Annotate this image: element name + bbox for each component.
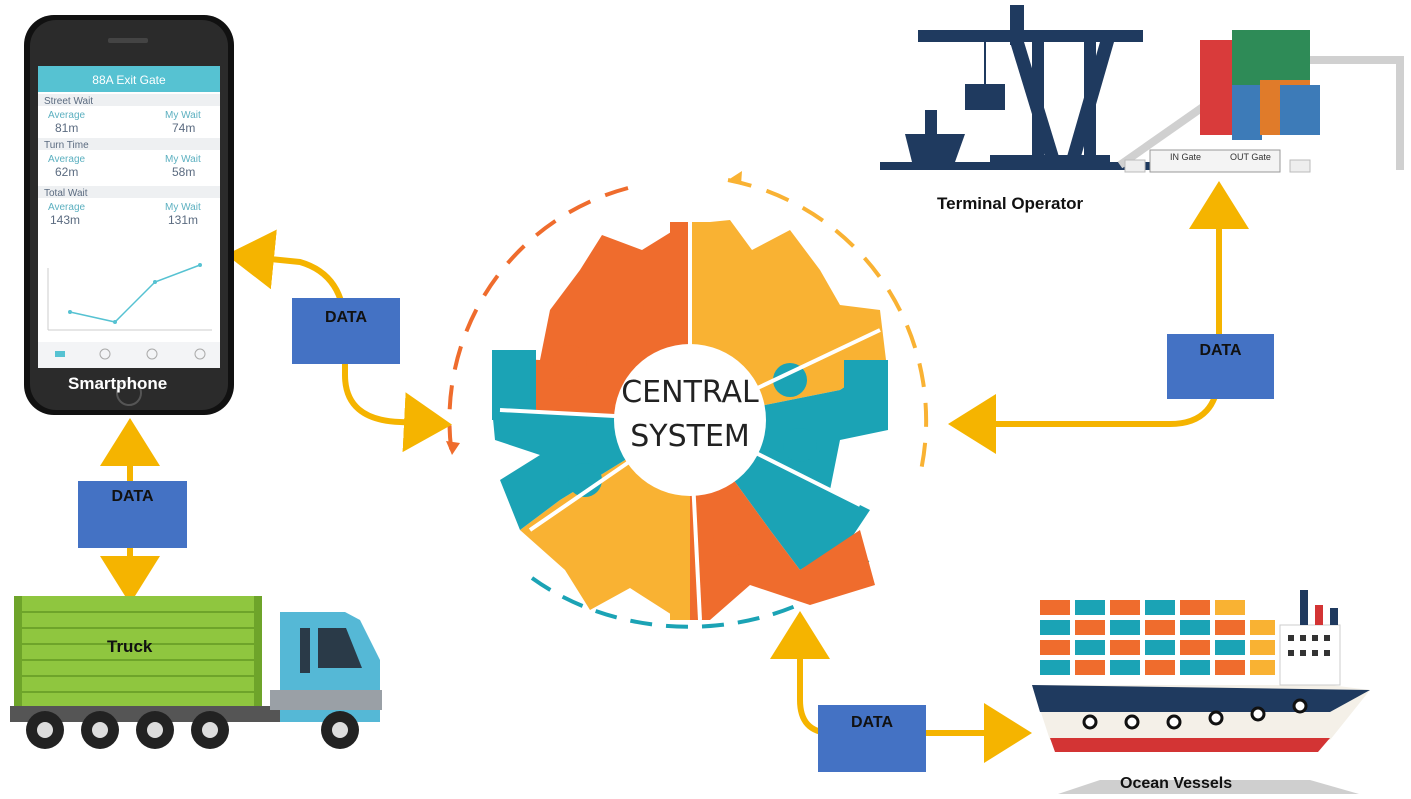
terminal-operator-label: Terminal Operator: [937, 194, 1084, 213]
smartphone-illustration: 88A Exit Gate Street Wait Average My Wai…: [24, 15, 234, 415]
central-label-line2: SYSTEM: [630, 419, 750, 454]
vessel-containers: [1040, 600, 1275, 675]
data-box-vessel: DATA: [818, 705, 926, 772]
phone-mini-chart-line: [69, 264, 201, 323]
phone-section-total: Total Wait: [44, 188, 88, 199]
truck-label: Truck: [107, 637, 153, 656]
terminal-in-gate: IN Gate: [1170, 152, 1201, 162]
phone-screen-title: 88A Exit Gate: [92, 73, 166, 87]
data-box-phone-truck: DATA: [78, 481, 187, 548]
ocean-vessels-label: Ocean Vessels: [1120, 775, 1233, 792]
phone-turn-mywait-label: My Wait: [165, 154, 201, 165]
vessel-illustration: [1032, 590, 1377, 799]
phone-street-average-label: Average: [48, 110, 86, 121]
data-box-terminal: DATA: [1167, 334, 1274, 399]
phone-street-average: 81m: [55, 121, 78, 135]
central-label-line1: CENTRAL: [621, 375, 759, 410]
phone-section-turn: Turn Time: [44, 140, 89, 151]
terminal-illustration: IN Gate OUT Gate: [880, 5, 1404, 173]
phone-home-button: [116, 380, 142, 406]
terminal-out-gate: OUT Gate: [1230, 152, 1271, 162]
phone-total-mywait-label: My Wait: [165, 202, 201, 213]
phone-turn-mywait: 58m: [172, 165, 195, 179]
rotation-arc-yellow: [727, 171, 929, 476]
smartphone-label: Smartphone: [68, 374, 168, 393]
truck-illustration: [10, 596, 382, 749]
central-gear: [492, 220, 888, 621]
phone-section-street: Street Wait: [44, 96, 93, 107]
phone-turn-average: 62m: [55, 165, 78, 179]
phone-street-mywait-label: My Wait: [165, 110, 201, 121]
phone-total-average: 143m: [50, 213, 80, 227]
phone-total-average-label: Average: [48, 202, 86, 213]
gear-center-circle: [614, 344, 766, 496]
phone-street-mywait: 74m: [172, 121, 195, 135]
phone-total-mywait: 131m: [168, 213, 198, 227]
data-box-phone-central: DATA: [292, 298, 400, 364]
phone-turn-average-label: Average: [48, 154, 86, 165]
